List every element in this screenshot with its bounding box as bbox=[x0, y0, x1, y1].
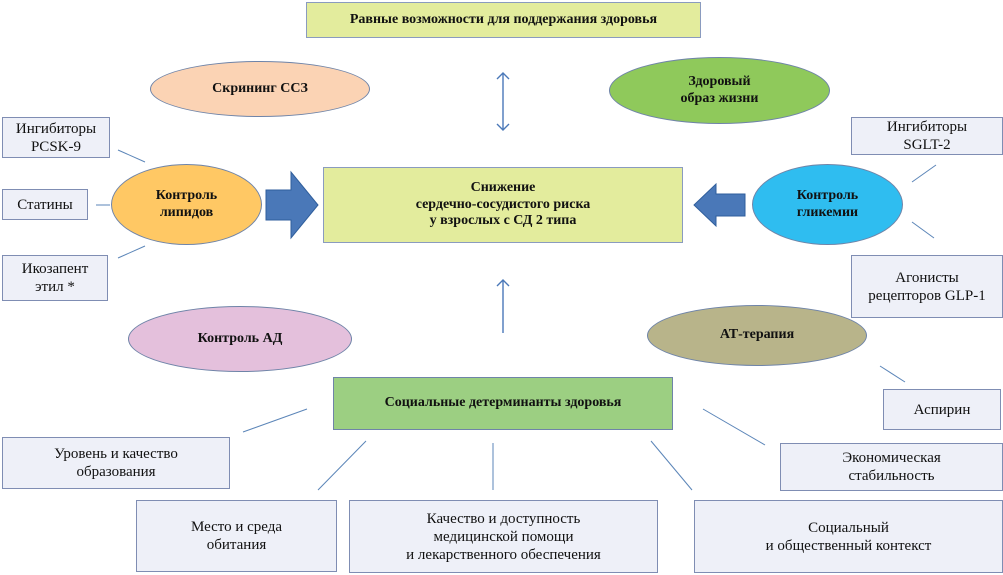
statins-box: Статины bbox=[2, 189, 88, 220]
lipid-control-ellipse: Контроль липидов bbox=[111, 164, 262, 245]
connector-habitat bbox=[317, 440, 367, 491]
block-arrow-glycemia bbox=[693, 182, 746, 228]
habitat-box: Место и среда обитания bbox=[136, 500, 337, 572]
aspirin-box: Аспирин bbox=[883, 389, 1001, 430]
social-context-box: Социальный и общественный контекст bbox=[694, 500, 1003, 573]
healthcare-quality-box: Качество и доступность медицинской помощ… bbox=[349, 500, 658, 573]
connector-sglt2 bbox=[911, 164, 937, 183]
glp1-agonists-box: Агонисты рецепторов GLP-1 bbox=[851, 255, 1003, 318]
connector-education bbox=[242, 408, 308, 433]
social-determinants-box: Социальные детерминанты здоровья bbox=[333, 377, 673, 430]
education-box: Уровень и качество образования bbox=[2, 437, 230, 489]
connector-economic bbox=[702, 408, 766, 446]
block-arrow-lipids bbox=[265, 170, 319, 240]
connector-context bbox=[650, 440, 693, 491]
economic-stability-box: Экономическая стабильность bbox=[780, 443, 1003, 491]
risk-reduction-center-box: Снижение сердечно-сосудистого риска у вз… bbox=[323, 167, 683, 243]
glycemia-control-ellipse: Контроль гликемии bbox=[752, 164, 903, 245]
pcsk9-inhibitors-box: Ингибиторы PCSK-9 bbox=[2, 117, 110, 158]
icosapent-ethyl-box: Икозапент этил * bbox=[2, 255, 108, 301]
sglt2-inhibitors-box: Ингибиторы SGLT-2 bbox=[851, 117, 1003, 155]
connector-icosapent bbox=[117, 245, 146, 259]
connector-aspirin bbox=[879, 365, 906, 383]
connector-glp1 bbox=[911, 221, 935, 239]
equal-opportunities-box: Равные возможности для поддержания здоро… bbox=[306, 2, 701, 38]
bp-control-ellipse: Контроль АД bbox=[128, 306, 352, 372]
connector-pcsk9 bbox=[117, 149, 146, 163]
healthy-lifestyle-ellipse: Здоровый образ жизни bbox=[609, 57, 830, 124]
at-therapy-ellipse: АТ-терапия bbox=[647, 305, 867, 366]
screening-cvd-ellipse: Скрининг ССЗ bbox=[150, 61, 370, 117]
